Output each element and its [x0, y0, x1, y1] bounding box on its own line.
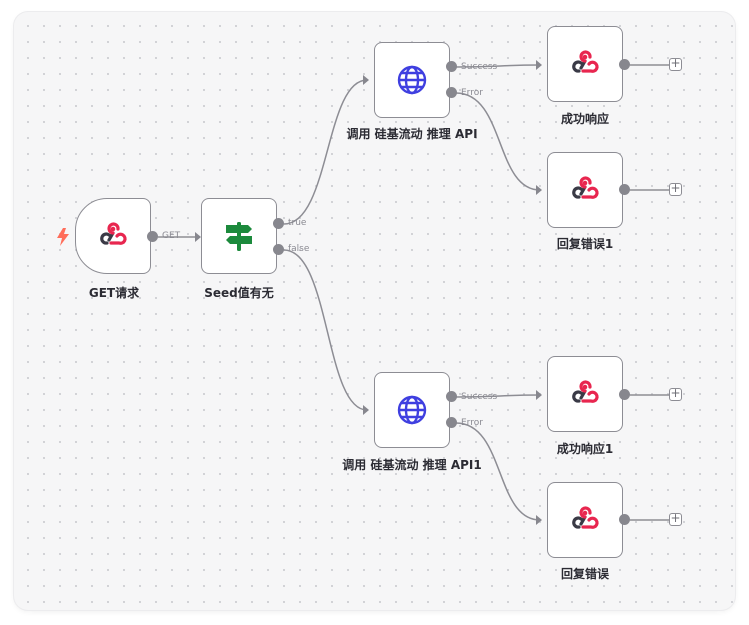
output-handle[interactable] — [147, 231, 158, 242]
webhook-icon — [572, 380, 599, 403]
output-handle[interactable] — [619, 59, 630, 70]
node-error-response-1[interactable] — [547, 152, 623, 228]
connection-label-true: true — [288, 218, 307, 228]
output-handle[interactable] — [619, 514, 630, 525]
node-label: 回复错误1 — [556, 237, 614, 251]
output-handle-true[interactable] — [273, 218, 284, 229]
node-label: GET请求 — [88, 286, 140, 300]
node-success-response-1[interactable] — [547, 356, 623, 432]
add-node-button[interactable]: + — [669, 511, 682, 526]
node-label: 调用 硅基流动 推理 API — [346, 127, 478, 141]
webhook-icon — [572, 506, 599, 529]
node-label: 成功响应1 — [556, 442, 614, 456]
node-seed-check[interactable] — [201, 198, 277, 274]
node-label: 回复错误 — [560, 567, 609, 581]
connection-api1-success — [455, 64, 541, 68]
connection-api2-success — [455, 394, 541, 398]
node-error-response[interactable] — [547, 482, 623, 558]
connection-label-success: Success — [461, 392, 498, 402]
connection-true-to-api1 — [283, 79, 368, 225]
trigger-bolt-icon — [57, 228, 69, 246]
output-handle-error[interactable] — [446, 87, 457, 98]
add-node-button[interactable]: + — [669, 56, 682, 71]
connection-label-error: Error — [461, 88, 483, 98]
add-node-button[interactable]: + — [669, 181, 682, 196]
connection-api2-error — [455, 422, 541, 521]
output-handle-error[interactable] — [446, 417, 457, 428]
webhook-icon — [572, 50, 599, 73]
node-call-api[interactable] — [374, 42, 450, 118]
output-handle-success[interactable] — [446, 61, 457, 72]
connection-label-success: Success — [461, 62, 498, 72]
node-call-api-1[interactable] — [374, 372, 450, 448]
output-handle-false[interactable] — [273, 244, 284, 255]
globe-icon — [397, 65, 427, 95]
globe-icon — [397, 395, 427, 425]
signpost-icon — [226, 222, 252, 251]
connection-api1-error — [455, 92, 541, 191]
output-handle[interactable] — [619, 389, 630, 400]
output-handle[interactable] — [619, 184, 630, 195]
webhook-icon — [572, 176, 599, 199]
connection-false-to-api2 — [283, 249, 368, 411]
add-node-button[interactable]: + — [669, 386, 682, 401]
node-success-response[interactable] — [547, 26, 623, 102]
output-handle-success[interactable] — [446, 391, 457, 402]
connection-label-get: GET — [162, 231, 181, 241]
node-label: 调用 硅基流动 推理 API1 — [342, 458, 482, 472]
connection-label-error: Error — [461, 418, 483, 428]
webhook-icon — [100, 222, 127, 245]
node-label: Seed值有无 — [204, 286, 274, 300]
connection-label-false: false — [288, 244, 310, 254]
node-label: 成功响应 — [560, 112, 609, 126]
node-get-request[interactable] — [75, 198, 151, 274]
